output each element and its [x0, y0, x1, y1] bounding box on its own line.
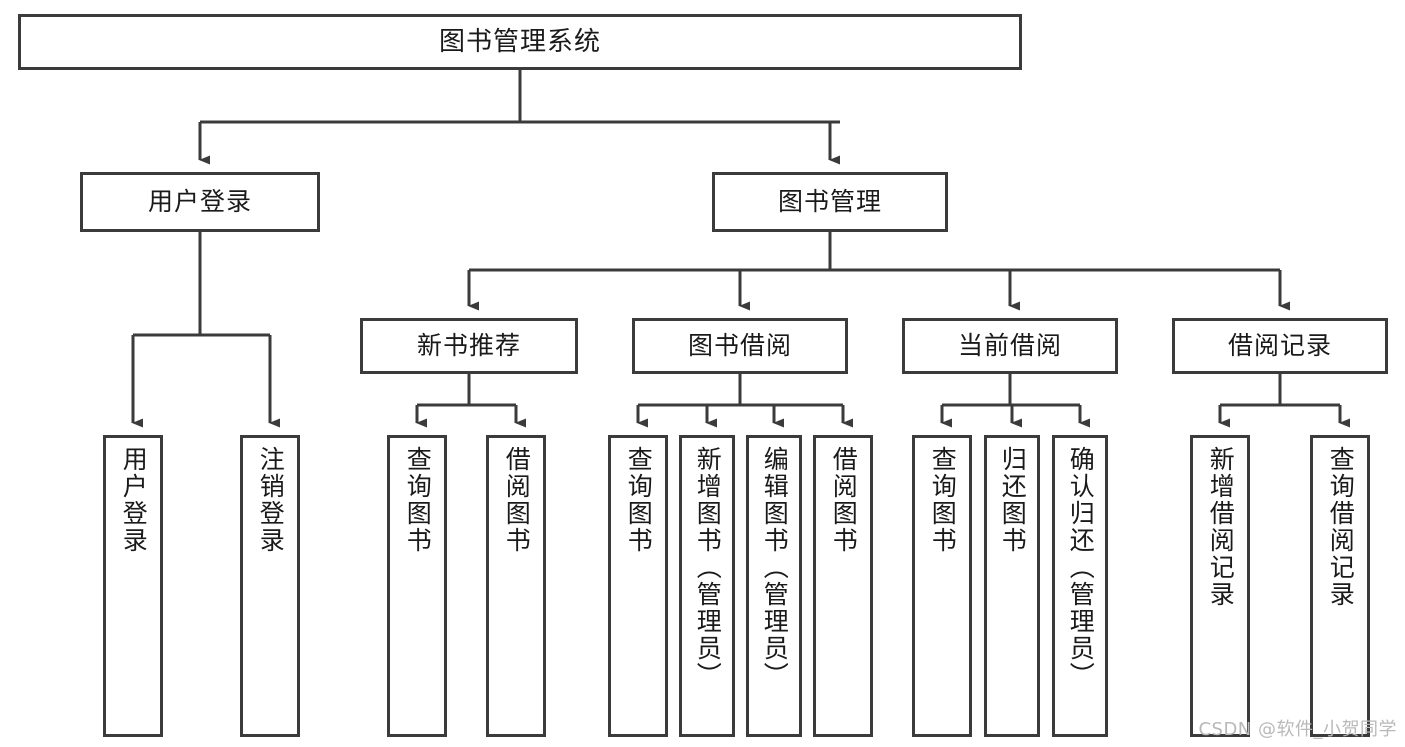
- node-label: 借阅图书: [502, 446, 532, 554]
- node-label: 注销登录: [256, 446, 286, 554]
- node-leaf-return-book[interactable]: 归还图书: [984, 435, 1040, 737]
- node-label: 归还图书: [998, 446, 1028, 554]
- node-label: 确认归还（管理员）: [1066, 446, 1096, 689]
- node-leaf-query-borrow-record[interactable]: 查询借阅记录: [1310, 435, 1370, 737]
- node-leaf-logout[interactable]: 注销登录: [240, 435, 300, 737]
- node-book-borrow[interactable]: 图书借阅: [632, 318, 848, 374]
- node-current-borrow[interactable]: 当前借阅: [902, 318, 1118, 374]
- node-root-book-management-system[interactable]: 图书管理系统: [18, 14, 1022, 70]
- node-label: 用户登录: [147, 187, 252, 217]
- node-label: 借阅图书: [829, 446, 859, 554]
- node-book-management[interactable]: 图书管理: [712, 172, 948, 232]
- node-leaf-add-book-admin[interactable]: 新增图书（管理员）: [679, 435, 735, 737]
- node-label: 用户登录: [119, 446, 149, 554]
- node-label: 当前借阅: [957, 331, 1062, 361]
- node-leaf-query-book-current[interactable]: 查询图书: [912, 435, 972, 737]
- node-label: 新增图书（管理员）: [693, 446, 723, 689]
- node-leaf-borrow-book[interactable]: 借阅图书: [813, 435, 873, 737]
- node-label: 查询图书: [624, 446, 654, 554]
- node-label: 图书借阅: [687, 331, 792, 361]
- node-borrow-record[interactable]: 借阅记录: [1172, 318, 1388, 374]
- node-leaf-user-login[interactable]: 用户登录: [103, 435, 163, 737]
- node-label: 编辑图书（管理员）: [760, 446, 790, 689]
- node-leaf-query-book-recommend[interactable]: 查询图书: [387, 435, 447, 737]
- node-new-book-recommend[interactable]: 新书推荐: [360, 318, 578, 374]
- node-leaf-confirm-return-admin[interactable]: 确认归还（管理员）: [1052, 435, 1108, 737]
- node-label: 新增借阅记录: [1206, 446, 1236, 608]
- node-leaf-edit-book-admin[interactable]: 编辑图书（管理员）: [746, 435, 802, 737]
- node-leaf-add-borrow-record[interactable]: 新增借阅记录: [1190, 435, 1250, 737]
- watermark-text: CSDN @软件_小贺同学: [1198, 719, 1397, 740]
- node-label: 查询图书: [928, 446, 958, 554]
- node-label: 图书管理: [777, 187, 882, 217]
- node-label: 新书推荐: [416, 331, 521, 361]
- node-user-login[interactable]: 用户登录: [80, 172, 320, 232]
- node-leaf-borrow-book-recommend[interactable]: 借阅图书: [486, 435, 546, 737]
- node-label: 查询借阅记录: [1326, 446, 1356, 608]
- node-label: 查询图书: [403, 446, 433, 554]
- node-label: 借阅记录: [1227, 331, 1332, 361]
- node-leaf-query-book-borrow[interactable]: 查询图书: [608, 435, 668, 737]
- node-label: 图书管理系统: [438, 26, 601, 57]
